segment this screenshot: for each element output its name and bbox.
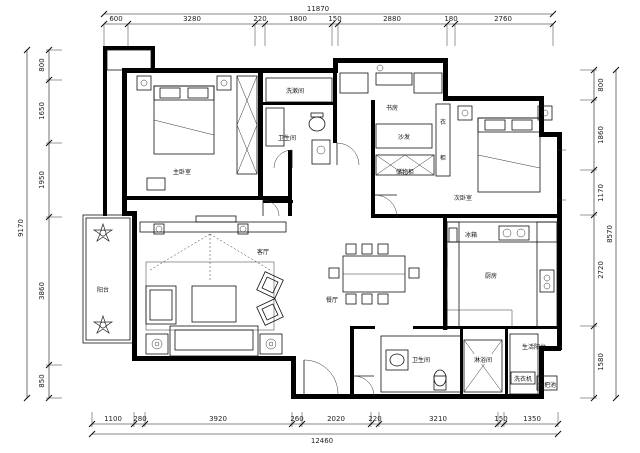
dim-right-1: 800 (597, 78, 605, 91)
sofa-label: 沙发 (398, 133, 410, 141)
dim-left-total: 9170 (17, 219, 25, 237)
dim-top-6: 2880 (383, 15, 401, 23)
wardrobe-char-2: 柜 (440, 154, 446, 162)
left-dimensions: 9170 800 1650 1950 3860 850 (17, 46, 62, 402)
dim-left-4: 3860 (38, 282, 46, 300)
top-dimensions: 11870 600 3280 220 1800 150 (100, 5, 557, 46)
dim-bottom-1: 1100 (104, 415, 122, 423)
public-bathroom-label: 卫生间 (412, 356, 430, 364)
dim-top-3: 220 (253, 15, 266, 23)
dim-bottom-total: 12460 (311, 437, 333, 445)
fridge-label: 冰箱 (465, 231, 477, 239)
kitchen-label: 厨房 (485, 272, 497, 280)
dim-right-2: 1860 (597, 126, 605, 144)
master-bedroom: 主卧室 (136, 75, 258, 191)
study: 书房 沙发 储物柜 (336, 64, 443, 176)
dim-right-4: 2720 (597, 261, 605, 279)
shower-label: 淋浴间 (474, 356, 492, 364)
dim-top-total: 11870 (307, 5, 329, 13)
washer-label: 洗衣机 (514, 375, 532, 383)
second-bedroom-label: 次卧室 (454, 194, 472, 202)
dim-top-7: 180 (444, 15, 457, 23)
dim-left-5: 850 (38, 374, 46, 387)
washroom-top-label: 洗漱间 (286, 87, 304, 95)
bottom-dimensions: 1100 280 3920 260 2020 220 3210 150 1350… (88, 412, 562, 445)
dim-bottom-8: 150 (494, 415, 507, 423)
kitchen: 冰箱 厨房 (446, 221, 558, 330)
wardrobe-char-1: 衣 (440, 118, 446, 126)
top-left-balcony (106, 49, 152, 71)
dim-right-5: 1580 (597, 353, 605, 371)
dining-room-label: 餐厅 (326, 296, 338, 304)
master-bathroom: 洗漱间 卫生间 (263, 77, 333, 169)
living-room: 客厅 (139, 199, 287, 357)
dim-bottom-5: 2020 (327, 415, 345, 423)
dim-bottom-4: 260 (290, 415, 303, 423)
dim-left-3: 1950 (38, 171, 46, 189)
dim-top-8: 2760 (494, 15, 512, 23)
plant-icon-1 (92, 222, 114, 242)
dim-bottom-6: 220 (368, 415, 381, 423)
laundry-balcony: 生活阳台 洗衣机 拖把池 (509, 333, 558, 395)
balcony-label: 阳台 (97, 286, 109, 294)
dim-top-1: 600 (109, 15, 122, 23)
study-label: 书房 (386, 104, 398, 112)
dim-right-total: 8570 (606, 225, 614, 243)
left-balcony: 阳台 (82, 214, 134, 344)
dim-bottom-7: 3210 (429, 415, 447, 423)
dim-left-2: 1650 (38, 102, 46, 120)
public-bathroom: 卫生间 淋浴间 (353, 335, 503, 397)
living-room-label: 客厅 (257, 248, 269, 256)
dim-bottom-9: 1350 (523, 415, 541, 423)
dining-area: 餐厅 (326, 243, 420, 305)
dim-bottom-2: 280 (133, 415, 146, 423)
second-bedroom: 衣 柜 次卧室 (374, 103, 566, 218)
entrance-door (303, 359, 339, 395)
dim-left-1: 800 (38, 58, 46, 71)
dim-top-4: 1800 (289, 15, 307, 23)
right-dimensions: 800 1860 1170 2720 1580 8570 (580, 66, 620, 402)
dim-top-2: 3280 (183, 15, 201, 23)
master-bathroom-label: 卫生间 (278, 134, 296, 142)
walls (103, 46, 562, 399)
dim-right-3: 1170 (597, 184, 605, 202)
master-bedroom-label: 主卧室 (173, 168, 191, 176)
plant-icon-2 (92, 314, 114, 334)
dim-top-5: 150 (328, 15, 341, 23)
cabinet-label: 储物柜 (396, 168, 414, 176)
laundry-balcony-label: 生活阳台 (522, 343, 546, 351)
dim-bottom-3: 3920 (209, 415, 227, 423)
mop-pool-label: 拖把池 (538, 381, 556, 389)
